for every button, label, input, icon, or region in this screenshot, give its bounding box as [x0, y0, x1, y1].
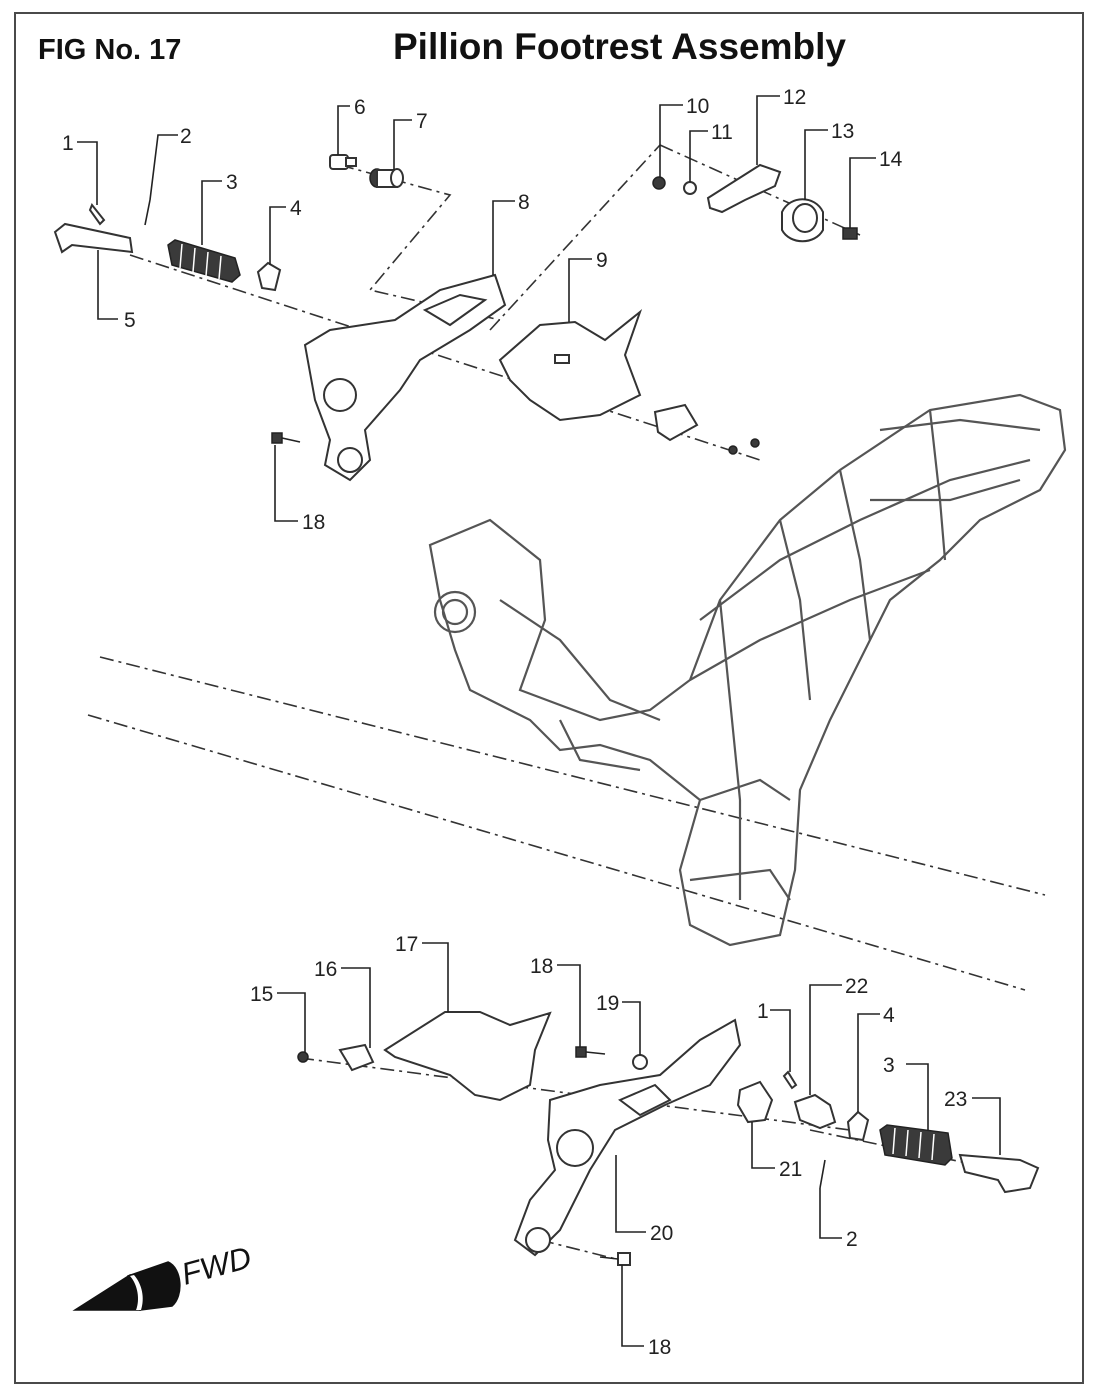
- part-10-nut: [652, 176, 666, 190]
- callout-18-upper: 18: [302, 511, 325, 534]
- part-9-cover: [498, 309, 643, 422]
- part-5-footrest-peg: [53, 222, 134, 254]
- callout-18-mid: 18: [530, 955, 553, 978]
- callout-6: 6: [354, 96, 366, 119]
- part-4-washer-lower: [846, 1110, 870, 1142]
- callout-3: 3: [226, 171, 238, 194]
- part-15-screw-lower: [297, 1051, 309, 1063]
- part-1-pin-lower: [782, 1070, 798, 1090]
- callout-11: 11: [711, 121, 733, 144]
- callout-18-lower: 18: [648, 1336, 671, 1359]
- part-4-washer: [256, 261, 282, 292]
- part-8-footrest-bracket: [303, 273, 507, 482]
- callout-23: 23: [944, 1088, 967, 1111]
- callout-17: 17: [395, 933, 418, 956]
- part-15-screws-upper: [728, 438, 760, 455]
- fwd-label: FWD: [178, 1240, 255, 1292]
- callout-14: 14: [879, 148, 903, 171]
- assembly-centerlines: [87, 144, 1046, 1261]
- main-frame: [428, 393, 1067, 947]
- part-11-washer: [683, 181, 697, 195]
- callout-labels: 1 2 3 4 5 6 7 8 9 10 11 12 13 14 18 15 1…: [62, 86, 967, 1359]
- part-23-footrest-peg: [958, 1153, 1040, 1194]
- callout-8: 8: [518, 191, 530, 214]
- part-1-pin: [88, 203, 106, 226]
- page-title: Pillion Footrest Assembly: [393, 26, 846, 67]
- part-21-bushing: [736, 1080, 774, 1124]
- part-18-bolt-mid: [575, 1046, 606, 1058]
- part-13-damper: [781, 198, 824, 243]
- callout-3-lower: 3: [883, 1054, 895, 1077]
- forward-direction-arrow: [72, 1261, 181, 1311]
- figure-number: FIG No. 17: [38, 34, 182, 66]
- part-18-bolt-lower: [599, 1252, 631, 1266]
- part-16-clip-upper: [653, 403, 699, 442]
- part-22-holder: [793, 1093, 837, 1130]
- callout-15: 15: [250, 983, 273, 1006]
- callout-10: 10: [686, 95, 709, 118]
- callout-1-lower: 1: [757, 1000, 769, 1023]
- callout-22: 22: [845, 975, 868, 998]
- part-18-bolt-upper: [271, 432, 301, 444]
- part-20-footrest-bracket: [513, 1018, 742, 1257]
- callout-21: 21: [779, 1158, 802, 1181]
- callout-leaders: [77, 95, 1001, 1347]
- part-6-bolt: [329, 154, 357, 170]
- callout-1: 1: [62, 132, 74, 155]
- callout-20: 20: [650, 1222, 673, 1245]
- callout-4-lower: 4: [883, 1004, 895, 1027]
- part-14-bolt: [842, 227, 858, 240]
- part-16-clip-lower: [338, 1043, 375, 1072]
- part-3-rubber-grip: [167, 239, 241, 283]
- callout-13: 13: [831, 120, 854, 143]
- part-3-rubber-grip-lower: [879, 1124, 953, 1166]
- callout-2-lower: 2: [846, 1228, 858, 1251]
- callout-16: 16: [314, 958, 337, 981]
- callout-2: 2: [180, 125, 192, 148]
- callout-7: 7: [416, 110, 428, 133]
- callout-4: 4: [290, 197, 302, 220]
- callout-12: 12: [783, 86, 806, 109]
- figure-border: [14, 12, 1084, 1384]
- callout-5: 5: [124, 309, 136, 332]
- part-19-washer: [632, 1054, 648, 1070]
- part-7-bushing: [369, 168, 404, 188]
- part-2-clip-lower: [819, 1159, 826, 1189]
- part-17-cover: [383, 1011, 552, 1102]
- callout-9: 9: [596, 249, 608, 272]
- part-2-clip: [144, 199, 151, 226]
- callout-19: 19: [596, 992, 619, 1015]
- part-12-plate: [706, 163, 782, 214]
